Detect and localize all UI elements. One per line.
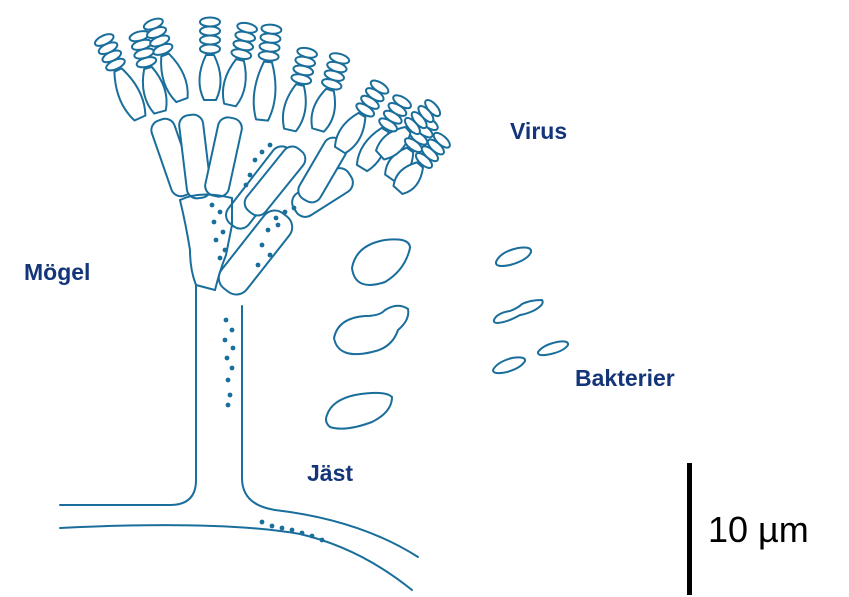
bacterium bbox=[496, 248, 531, 267]
granule-dot bbox=[225, 356, 230, 361]
granule-dot bbox=[320, 538, 325, 543]
spore bbox=[200, 18, 220, 27]
granule-dot bbox=[260, 243, 265, 248]
bacterium bbox=[493, 357, 525, 373]
granule-dot bbox=[230, 328, 235, 333]
yeast-cell bbox=[326, 393, 392, 429]
granule-dot bbox=[218, 256, 223, 261]
granule-dot bbox=[248, 173, 253, 178]
yeast-cells bbox=[326, 239, 410, 428]
granule-dot bbox=[268, 253, 273, 258]
phialide-cell bbox=[199, 55, 220, 100]
granule-dot bbox=[292, 206, 297, 211]
granule-dot bbox=[221, 230, 226, 235]
spore bbox=[200, 36, 220, 45]
yeast-cell-budding bbox=[334, 306, 408, 354]
granule-dot bbox=[268, 143, 273, 148]
yeast-cell bbox=[352, 239, 410, 285]
granule-dot bbox=[223, 338, 228, 343]
granule-dot bbox=[226, 403, 231, 408]
granule-dot bbox=[230, 366, 235, 371]
scale-bar-label: 10 µm bbox=[708, 509, 809, 551]
mould-stalk bbox=[180, 200, 242, 480]
phialide-cell bbox=[280, 83, 311, 133]
granule-dot bbox=[260, 150, 265, 155]
substrate-lines bbox=[60, 478, 418, 590]
granule-dot bbox=[270, 524, 275, 529]
label-virus: Virus bbox=[510, 118, 567, 145]
granule-dot bbox=[228, 393, 233, 398]
label-yeast: Jäst bbox=[307, 460, 353, 487]
granule-dot bbox=[212, 220, 217, 225]
granule-dot bbox=[310, 534, 315, 539]
granule-dot bbox=[224, 318, 229, 323]
bacterium bbox=[538, 341, 568, 355]
granule-dot bbox=[223, 248, 228, 253]
granule-dot bbox=[256, 263, 261, 268]
phialide-cell bbox=[220, 58, 251, 108]
bacteria-cells bbox=[493, 248, 568, 374]
label-mould: Mögel bbox=[24, 259, 90, 286]
granule-dot bbox=[244, 183, 249, 188]
granule-dot bbox=[276, 223, 281, 228]
granule-dot bbox=[226, 378, 231, 383]
spore bbox=[200, 27, 220, 36]
granule-dot bbox=[218, 210, 223, 215]
granule-dot bbox=[300, 531, 305, 536]
phialide-cell bbox=[252, 61, 279, 121]
granule-dot bbox=[290, 528, 295, 533]
granule-dot bbox=[210, 203, 215, 208]
granule-dot bbox=[214, 238, 219, 243]
bacterium-dividing bbox=[494, 300, 543, 323]
granule-dot bbox=[280, 526, 285, 531]
granule-dot bbox=[283, 210, 288, 215]
metula-cell bbox=[203, 115, 243, 198]
granule-dot bbox=[231, 346, 236, 351]
label-bacteria: Bakterier bbox=[575, 365, 675, 392]
spore bbox=[200, 45, 220, 54]
spore bbox=[261, 24, 282, 35]
granule-dot bbox=[274, 216, 279, 221]
granule-dot bbox=[266, 228, 271, 233]
scale-bar bbox=[687, 463, 692, 595]
granule-dot bbox=[260, 520, 265, 525]
granule-dot bbox=[253, 158, 258, 163]
phialide-cell bbox=[308, 87, 340, 133]
